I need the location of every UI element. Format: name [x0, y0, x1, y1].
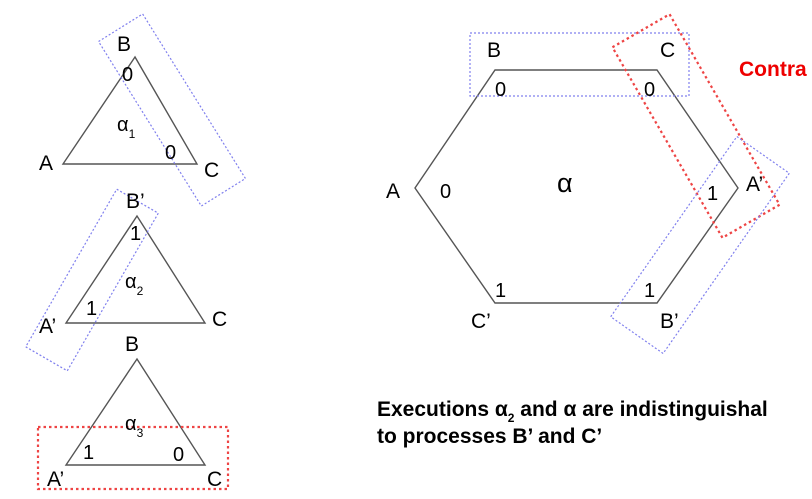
triangle-3-label-c: C — [207, 468, 222, 491]
hexagon-value-a: 0 — [440, 181, 451, 203]
triangle-2-execution-label: α2 — [125, 271, 144, 298]
triangle-2-label-c: C — [212, 308, 227, 331]
hexagon-alpha: B C A A’ C’ B’ 0 0 0 1 1 1 α — [386, 12, 791, 355]
hexagon-value-c: 0 — [644, 79, 655, 101]
triangle-3-label-b: B — [125, 333, 139, 356]
caption-line-1: Executions α2 and α are indistinguishal — [377, 398, 768, 425]
hexagon-value-b-prime: 1 — [644, 280, 655, 302]
hexagon-label-a-prime: A’ — [746, 173, 763, 196]
triangle-3-execution-label: α3 — [125, 413, 144, 440]
caption-line-2: to processes B’ and C’ — [377, 425, 602, 448]
triangle-1-outline — [61, 55, 199, 165]
triangle-2-label-b-prime: B’ — [126, 190, 145, 213]
triangle-3-value-a-prime: 1 — [83, 442, 94, 464]
contradiction-label: Contra — [739, 58, 807, 81]
hexagon-label-c: C — [660, 39, 675, 62]
triangle-2-value-b-prime: 1 — [130, 223, 141, 245]
hexagon-outline — [414, 69, 739, 304]
triangle-alpha-1: B A C 0 0 α1 — [39, 13, 247, 207]
hexagon-value-b: 0 — [495, 79, 506, 101]
triangle-1-label-a: A — [39, 152, 53, 175]
hexagon-bc-dotted-box — [469, 32, 690, 97]
hexagon-label-a: A — [386, 180, 400, 203]
triangle-3-ac-dotted-box — [36, 425, 230, 491]
hexagon-label-c-prime: C’ — [471, 310, 491, 333]
triangle-3-value-c: 0 — [173, 444, 184, 466]
triangle-1-value-c: 0 — [165, 142, 176, 164]
triangle-3-outline — [64, 357, 207, 466]
triangle-3-label-a-prime: A’ — [47, 468, 64, 491]
triangle-1-label-c: C — [204, 159, 219, 182]
triangle-1-label-b: B — [117, 33, 131, 56]
triangle-1-value-b: 0 — [122, 64, 133, 86]
triangle-alpha-3: B A’ C 1 0 α3 — [36, 333, 230, 491]
hexagon-execution-label: α — [557, 168, 573, 198]
triangle-alpha-2: B’ A’ C 1 1 α2 — [24, 188, 227, 372]
hexagon-label-b: B — [487, 39, 501, 62]
triangle-2-value-a-prime: 1 — [86, 298, 97, 320]
hexagon-label-b-prime: B’ — [660, 310, 679, 333]
hexagon-a-prime-b-prime-dotted-box — [609, 135, 791, 355]
hexagon-value-a-prime: 1 — [707, 183, 718, 205]
caption: Executions α2 and α are indistinguishal … — [377, 398, 768, 448]
hexagon-value-c-prime: 1 — [495, 280, 506, 302]
triangle-1-execution-label: α1 — [117, 114, 136, 141]
triangle-2-outline — [64, 214, 207, 324]
triangle-2-label-a-prime: A’ — [39, 315, 56, 338]
